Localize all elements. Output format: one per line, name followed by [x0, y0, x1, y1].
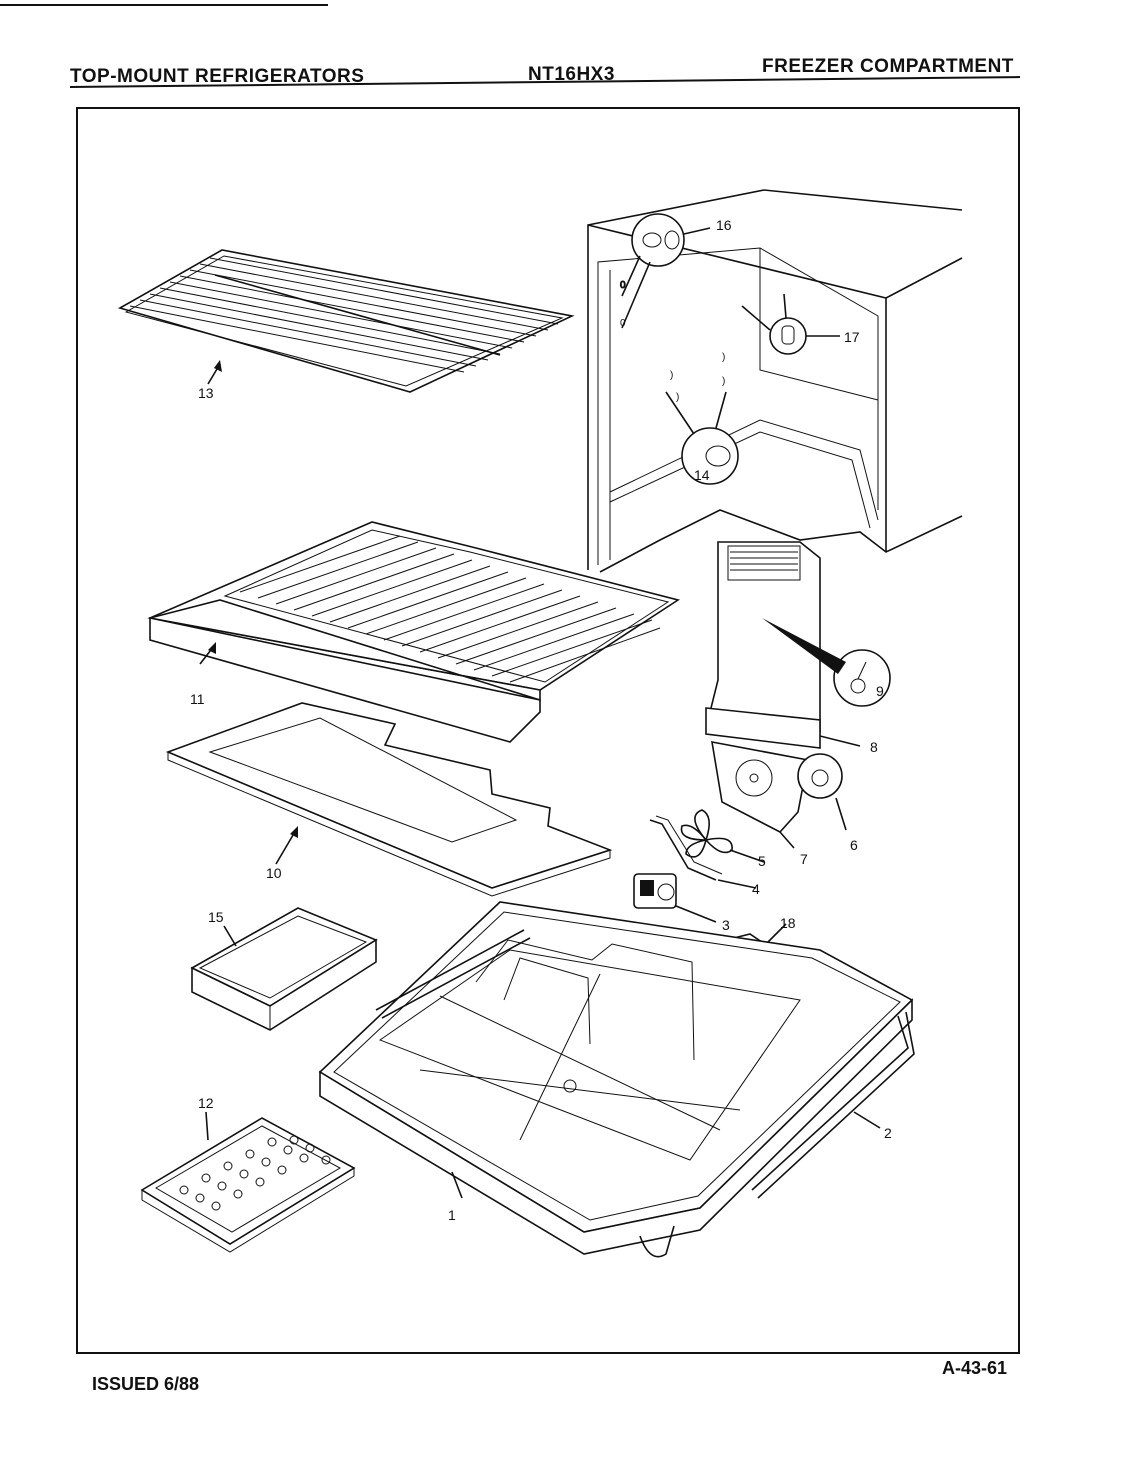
callout-6: 6: [850, 837, 858, 853]
part-fan-blade: [680, 809, 765, 863]
part-motor-mount: [649, 815, 757, 889]
part-shelf-frame: [147, 521, 680, 743]
part-6-detail: [797, 753, 847, 831]
callout-10: 10: [266, 865, 282, 881]
callout-18: 18: [780, 915, 796, 931]
part-freezer-liner: [318, 901, 914, 1258]
callout-7: 7: [800, 851, 808, 867]
part-9-detail: [762, 618, 891, 707]
footer-issued: ISSUED 6/88: [92, 1374, 200, 1394]
svg-text:): ): [670, 370, 673, 381]
callout-16: 16: [716, 217, 732, 233]
part-ice-cube-tray: [140, 1117, 356, 1253]
callout-12: 12: [198, 1095, 214, 1111]
part-wire-shelf: [117, 249, 575, 393]
callout-15: 15: [208, 909, 224, 925]
callout-1: 1: [448, 1207, 456, 1223]
callout-5: 5: [758, 853, 766, 869]
footer-page-code: A-43-61: [942, 1358, 1008, 1378]
callout-labels: 1 2 3 4 5 6 7 8 9 10 11 12 13 14 15 16 1…: [190, 217, 892, 1223]
header-section: FREEZER COMPARTMENT: [762, 56, 1014, 77]
callout-9: 9: [876, 683, 884, 699]
callout-8: 8: [870, 739, 878, 755]
callout-3: 3: [722, 917, 730, 933]
callout-11: 11: [190, 691, 205, 707]
leader-lines: [199, 360, 298, 1141]
svg-text:): ): [722, 352, 725, 363]
part-ice-bin: [190, 907, 378, 1031]
callout-13: 13: [198, 385, 214, 401]
header-product-line: TOP-MOUNT REFRIGERATORS: [70, 66, 365, 87]
part-motor-bracket: [711, 741, 809, 849]
part-16-detail: [621, 213, 711, 329]
callout-2: 2: [884, 1125, 892, 1141]
part-freezer-cabinet: 0 0 ) ) ) ): [587, 189, 963, 573]
svg-text:0: 0: [620, 318, 626, 329]
diagram-frame: [76, 107, 1020, 1354]
part-fan-motor: [633, 873, 717, 923]
part-14-detail: [665, 391, 739, 485]
svg-text:): ): [722, 376, 725, 387]
svg-text:0: 0: [620, 280, 626, 291]
callout-4: 4: [752, 881, 760, 897]
part-17-detail: [741, 293, 840, 355]
part-air-duct: [705, 541, 861, 749]
callout-14: 14: [694, 467, 710, 483]
part-trim-strip: [375, 929, 915, 1199]
part-shelf-cover: [165, 702, 613, 897]
corner-mark: [0, 4, 328, 6]
callout-17: 17: [844, 329, 860, 345]
svg-text:): ): [676, 392, 679, 403]
